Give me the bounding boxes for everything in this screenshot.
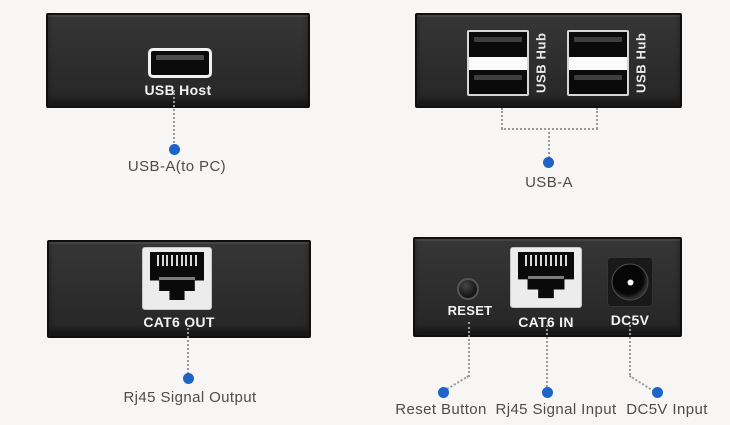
usb-hub-panel: USB Hub USB Hub: [415, 13, 682, 108]
usb-hub-port: [569, 32, 627, 57]
usb-hub-stack-1: [467, 30, 529, 96]
usb-hub-stack-2: [567, 30, 629, 96]
callout-label-rj45-input: Rj45 Signal Input: [495, 401, 617, 418]
callout-label-dc5v-input: DC5V Input: [626, 401, 708, 418]
rj45-divider: [159, 277, 195, 280]
callout-line: [546, 325, 548, 387]
usb-port-tongue: [574, 74, 622, 80]
callout-dot: [652, 387, 663, 398]
callout-line: [173, 90, 175, 146]
usb-port-tongue: [574, 37, 622, 42]
usb-hub-label-2: USB Hub: [633, 32, 649, 94]
rj45-cavity: [150, 252, 204, 300]
callout-label-reset-button: Reset Button: [395, 401, 487, 418]
callout-label-rj45-output: Rj45 Signal Output: [123, 389, 257, 406]
reset-label: RESET: [447, 303, 493, 318]
rj45-pins: [157, 255, 197, 266]
dc5v-label: DC5V: [610, 312, 650, 328]
rj45-cavity: [518, 252, 574, 299]
dc-center-pin: [627, 279, 633, 285]
callout-line: [629, 325, 631, 375]
callout-dot: [543, 157, 554, 168]
rj45-out-port: [142, 247, 212, 310]
cat6-out-panel: CAT6 OUT: [47, 240, 311, 338]
dc-power-jack: [607, 257, 653, 307]
callout-label-usb-a-to-pc: USB-A(to PC): [127, 158, 227, 175]
reset-button: [457, 278, 479, 300]
callout-label-usb-a: USB-A: [525, 174, 573, 191]
usb-hub-label-1: USB Hub: [533, 32, 549, 94]
usb-stack-divider: [569, 56, 627, 70]
usb-hub-port: [569, 69, 627, 94]
usb-port-tongue: [474, 74, 522, 80]
rj45-pins: [525, 255, 567, 266]
dc-barrel: [611, 263, 649, 301]
callout-line: [548, 128, 550, 158]
usb-stack-divider: [469, 56, 527, 70]
callout-dot: [438, 387, 449, 398]
callout-line: [501, 108, 503, 129]
usb-port-tongue: [474, 37, 522, 42]
usb-host-label: USB Host: [144, 82, 212, 98]
usb-hub-port: [469, 69, 527, 94]
usb-port-tongue: [156, 55, 204, 60]
receiver-back-panel: RESET CAT6 IN DC5V: [413, 237, 682, 337]
callout-dot: [542, 387, 553, 398]
callout-line: [596, 108, 598, 129]
usb-hub-port: [469, 32, 527, 57]
cat6-out-label: CAT6 OUT: [143, 314, 215, 330]
cat6-in-label: CAT6 IN: [518, 314, 574, 330]
usb-a-host-port: [148, 48, 212, 78]
callout-dot: [169, 144, 180, 155]
rj45-in-port: [510, 247, 582, 308]
usb-host-panel: USB Host: [46, 13, 310, 108]
callout-line: [468, 322, 470, 377]
rj45-divider: [527, 276, 565, 279]
callout-line: [187, 325, 189, 374]
callout-dot: [183, 373, 194, 384]
